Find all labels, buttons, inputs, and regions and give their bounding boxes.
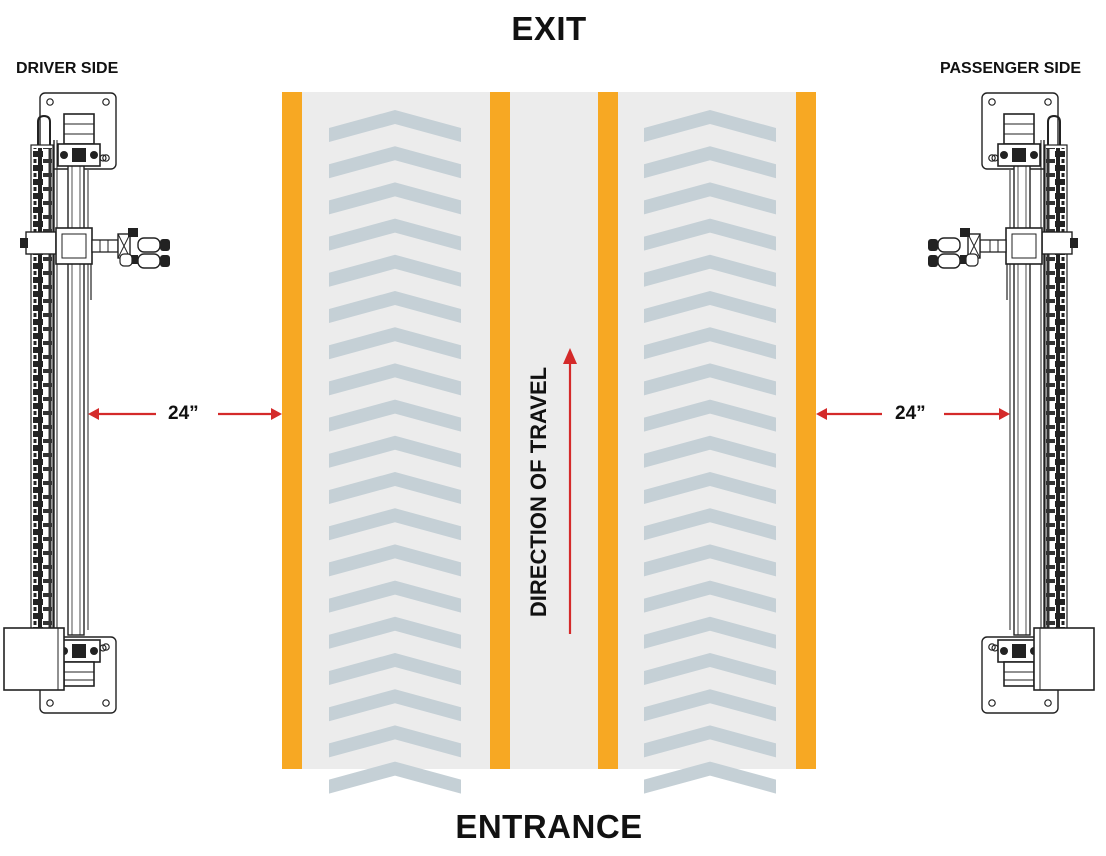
chevron-marking — [329, 218, 461, 251]
chevron-marking — [329, 182, 461, 215]
chevron-marking — [329, 689, 461, 722]
chevron-marking — [329, 110, 461, 142]
chevron-marking — [644, 725, 776, 758]
driver-side-unit — [3, 92, 171, 714]
chevron-marking — [329, 725, 461, 758]
guide-stripe-4 — [796, 92, 816, 769]
guide-stripe-3 — [598, 92, 618, 769]
chevron-marking — [644, 110, 776, 142]
chevron-marking — [644, 182, 776, 215]
chevron-marking — [329, 580, 461, 613]
chevron-marking — [644, 435, 776, 468]
chevron-marking — [329, 291, 461, 323]
chevron-marking — [329, 399, 461, 432]
chevron-marking — [644, 218, 776, 251]
chevron-marking — [329, 616, 461, 649]
chevron-marking — [644, 291, 776, 323]
direction-arrow — [563, 348, 577, 634]
chevron-marking — [329, 761, 461, 794]
driver-side-label: DRIVER SIDE — [16, 60, 119, 77]
passenger-side-label: PASSENGER SIDE — [940, 60, 1082, 77]
guide-stripe-2 — [490, 92, 510, 769]
right-lane-chevrons — [644, 110, 776, 794]
passenger-side-unit — [927, 92, 1095, 714]
chevron-marking — [329, 435, 461, 468]
left-clearance-dimension — [88, 408, 282, 420]
chevron-marking — [644, 544, 776, 577]
chevron-marking — [644, 146, 776, 179]
chevron-marking — [329, 146, 461, 179]
lane-area — [282, 92, 816, 794]
chevron-marking — [329, 363, 461, 396]
chevron-marking — [644, 689, 776, 722]
chevron-marking — [644, 472, 776, 504]
center-lane — [510, 92, 598, 769]
chevron-marking — [644, 363, 776, 396]
chevron-marking — [329, 508, 461, 541]
chevron-marking — [329, 544, 461, 577]
chevron-marking — [644, 580, 776, 613]
chevron-marking — [644, 508, 776, 541]
chevron-marking — [329, 653, 461, 685]
chevron-marking — [644, 327, 776, 360]
chevron-marking — [644, 399, 776, 432]
left-clearance-label: 24” — [168, 403, 199, 424]
direction-of-travel-label: DIRECTION OF TRAVEL — [526, 366, 551, 618]
guide-stripe-1 — [282, 92, 302, 769]
right-clearance-label: 24” — [895, 403, 926, 424]
chevron-marking — [329, 327, 461, 360]
right-clearance-dimension — [816, 408, 1010, 420]
chevron-marking — [329, 254, 461, 287]
chevron-marking — [329, 472, 461, 504]
chevron-marking — [644, 616, 776, 649]
left-lane-chevrons — [329, 110, 461, 794]
exit-label: EXIT — [511, 10, 587, 47]
entrance-label: ENTRANCE — [455, 808, 643, 845]
chevron-marking — [644, 254, 776, 287]
chevron-marking — [644, 653, 776, 685]
chevron-marking — [644, 761, 776, 794]
